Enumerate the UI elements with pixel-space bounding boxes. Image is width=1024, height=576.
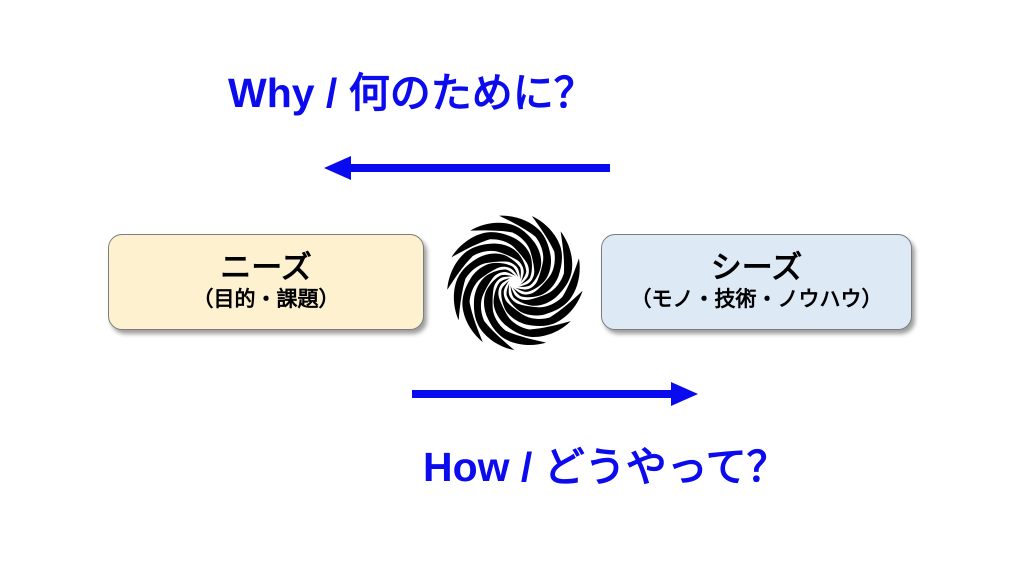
seeds-box: シーズ （モノ・技術・ノウハウ）	[601, 234, 912, 330]
vortex-swirl-icon	[439, 206, 590, 358]
needs-box-title: ニーズ	[220, 250, 312, 286]
why-label: Why / 何のために？	[228, 70, 595, 116]
left-arrow-icon	[324, 156, 610, 180]
needs-box: ニーズ （目的・課題）	[108, 234, 424, 330]
how-label: How / どうやって？	[423, 444, 788, 490]
needs-box-subtitle: （目的・課題）	[192, 288, 340, 312]
right-arrow-icon	[412, 382, 698, 406]
seeds-box-subtitle: （モノ・技術・ノウハウ）	[630, 288, 883, 312]
seeds-box-title: シーズ	[710, 250, 803, 286]
